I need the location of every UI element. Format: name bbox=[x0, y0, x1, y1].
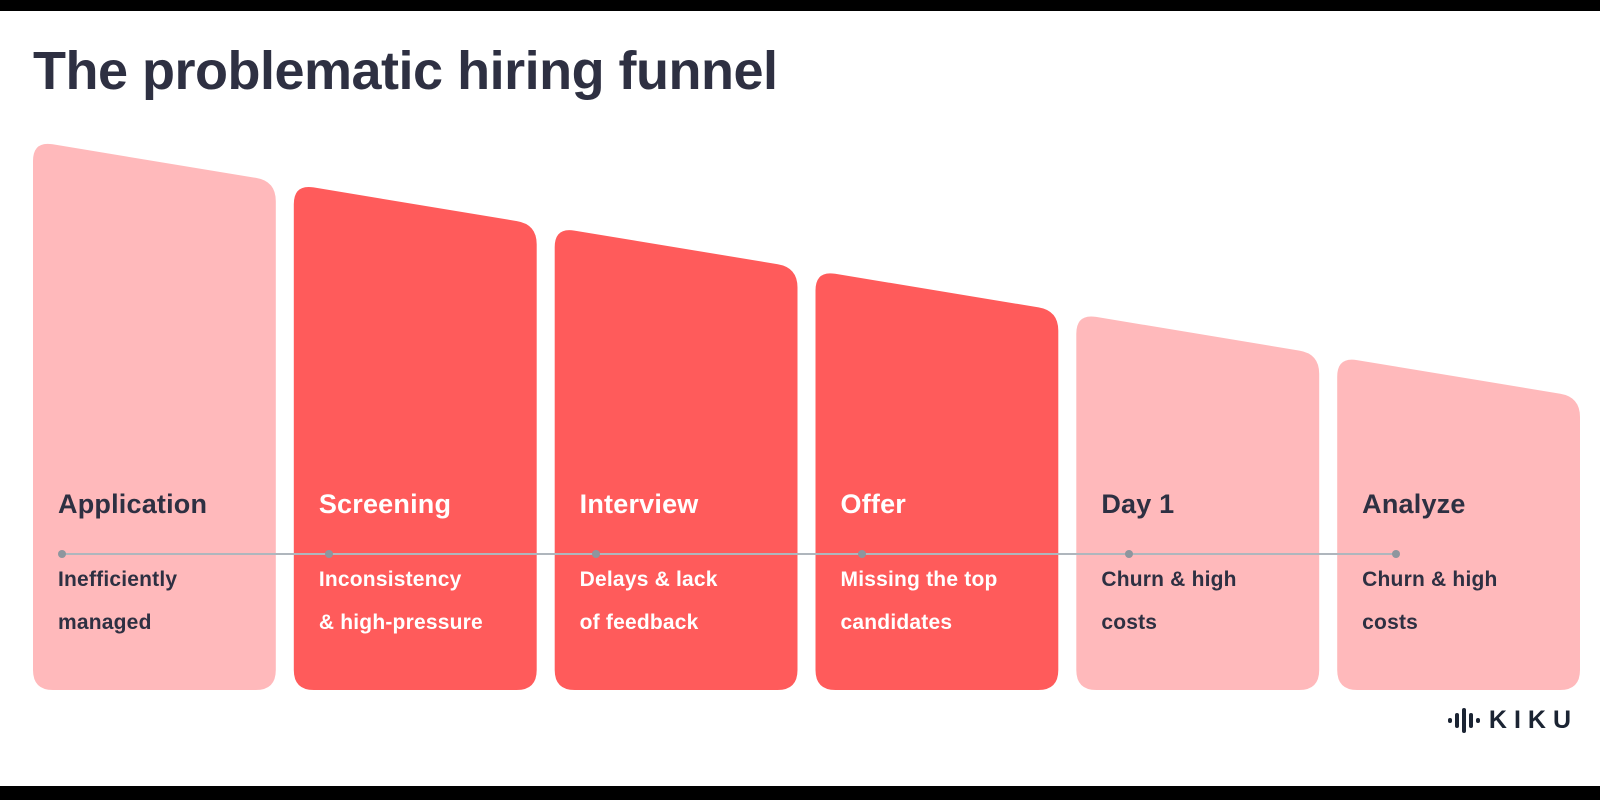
timeline-dot bbox=[858, 550, 867, 558]
brand-logo: KIKU bbox=[1447, 702, 1578, 738]
stage-title: Application bbox=[58, 489, 208, 519]
funnel-bar-shape bbox=[293, 186, 537, 690]
funnel-stage: Day 1 Churn & high costs bbox=[1101, 486, 1311, 644]
stage-title: Day 1 bbox=[1101, 489, 1175, 519]
waveform-icon bbox=[1447, 707, 1480, 733]
stage-subtitle: Delays & lack of feedback bbox=[579, 568, 718, 634]
timeline-dot bbox=[324, 550, 333, 558]
timeline-dot bbox=[1125, 550, 1134, 558]
timeline-dot bbox=[591, 550, 600, 558]
stage-subtitle: Churn & high costs bbox=[1101, 568, 1237, 634]
stage-title: Analyze bbox=[1362, 489, 1466, 519]
brand-name: KIKU bbox=[1488, 705, 1578, 734]
stage-subtitle: Missing the top candidates bbox=[840, 568, 998, 634]
timeline-dot bbox=[1392, 550, 1400, 558]
timeline-dot bbox=[58, 550, 66, 558]
stage-subtitle: Churn & high costs bbox=[1362, 568, 1498, 634]
timeline-line bbox=[62, 553, 1396, 555]
letterbox-top bbox=[0, 0, 1600, 11]
stage-title: Interview bbox=[579, 489, 699, 519]
stage-subtitle: Inefficiently managed bbox=[58, 568, 178, 634]
page-title: The problematic hiring funnel bbox=[33, 41, 778, 101]
funnel-bar-shape bbox=[1076, 316, 1320, 690]
stage-subtitle: Inconsistency & high-pressure bbox=[318, 568, 483, 634]
stage-title: Offer bbox=[840, 489, 907, 519]
funnel-bar-shape bbox=[554, 230, 798, 690]
funnel-bar-shape bbox=[1337, 359, 1580, 690]
stage-title: Screening bbox=[318, 489, 452, 519]
letterbox-bottom bbox=[0, 786, 1600, 800]
funnel-bar-shape bbox=[815, 273, 1059, 690]
